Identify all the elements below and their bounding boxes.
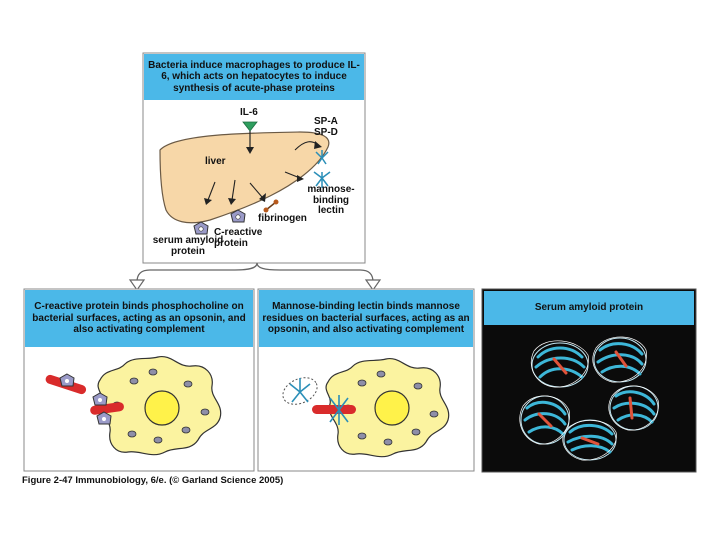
mbl-nucleus — [374, 390, 410, 426]
top-panel-caption-bg — [144, 54, 364, 100]
panel-saa-caption: Serum amyloid protein — [534, 302, 644, 314]
crp-pentamers — [59, 373, 112, 425]
liver-output-arrowheads — [204, 141, 322, 205]
panel-saa-caption-bg — [484, 291, 694, 325]
saa-icon — [193, 221, 209, 235]
label-crp: C-reactive protein — [214, 227, 263, 249]
mbl-free-outline — [282, 377, 318, 405]
mbl-bacterium — [312, 405, 356, 414]
panel-mbl-caption-bg — [259, 290, 473, 347]
label-liver: liver — [205, 156, 226, 167]
top-panel-caption: Bacteria induce macrophages to produce I… — [148, 59, 360, 94]
mbl-icon — [313, 171, 331, 188]
panel-mbl-caption: Mannose-binding lectin binds mannose res… — [262, 301, 470, 336]
split-arrowheads — [128, 279, 382, 292]
figure-credit: Figure 2-47 Immunobiology, 6/e. (© Garla… — [22, 475, 284, 486]
panel-crp-caption: C-reactive protein binds phosphocholine … — [32, 301, 246, 336]
mbl-free-icon — [289, 378, 311, 403]
fibrinogen-icon — [263, 199, 279, 213]
crp-icon — [230, 209, 246, 223]
mbl-bound-icon — [329, 395, 349, 425]
crp-nucleus — [144, 390, 180, 426]
saa-ribbon-structure — [519, 336, 659, 461]
label-spd: SP-D — [314, 127, 338, 138]
split-brace — [136, 262, 374, 283]
liver-shape — [159, 131, 330, 224]
label-fibrinogen: fibrinogen — [258, 213, 307, 224]
label-il6: IL-6 — [240, 107, 258, 118]
panel-crp-caption-bg — [25, 290, 253, 347]
label-spa: SP-A — [314, 116, 338, 127]
il6-triangle — [242, 121, 258, 132]
label-saa: serum amyloid protein — [152, 235, 224, 257]
il6-arrowhead — [246, 147, 254, 154]
label-mbl: mannose-binding lectin — [307, 184, 355, 216]
spa-spd-icon — [315, 150, 329, 165]
